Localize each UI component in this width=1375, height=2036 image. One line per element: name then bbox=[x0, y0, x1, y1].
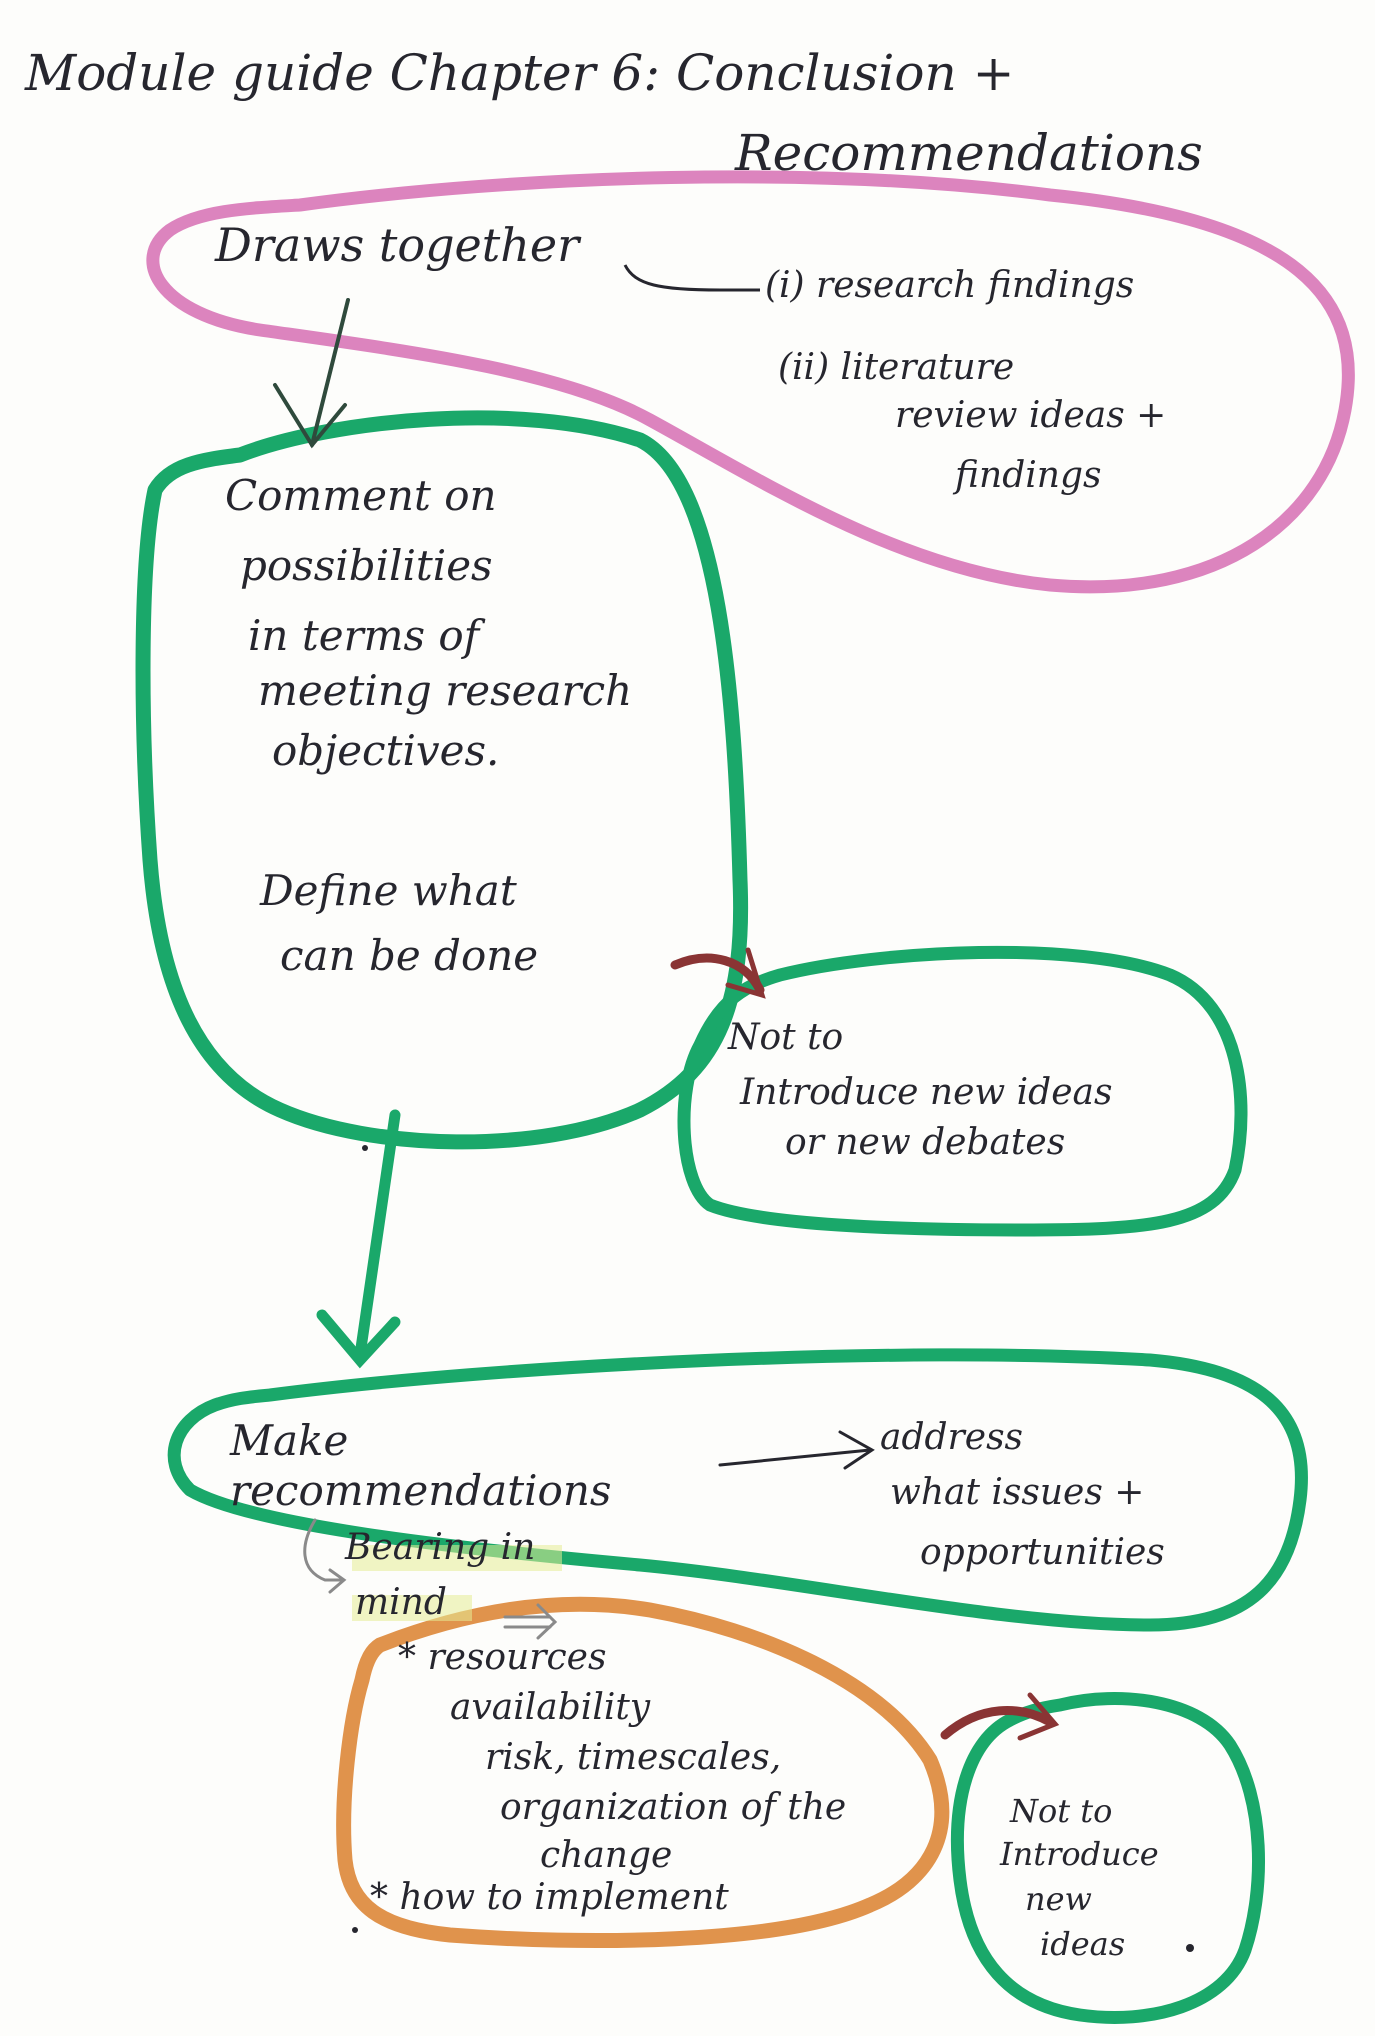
title-line-1: Module guide Chapter 6: Conclusion + bbox=[25, 44, 1015, 102]
box1-line-6: Define what bbox=[260, 866, 517, 915]
connector-line bbox=[623, 264, 760, 292]
orange-line-6: * how to implement bbox=[370, 1877, 729, 1918]
orange-line-5: change bbox=[540, 1835, 673, 1876]
ink-dot bbox=[352, 1927, 358, 1933]
grey-bent-arrow bbox=[303, 1518, 347, 1594]
arrow-down-1 bbox=[273, 298, 350, 449]
highlight-bearing bbox=[352, 1545, 562, 1571]
grey-small-arrow bbox=[503, 1603, 558, 1640]
box1-line-4: meeting research bbox=[258, 666, 633, 715]
box2-line-2: recommendations bbox=[230, 1466, 612, 1515]
note-1-outline bbox=[677, 945, 1248, 1237]
box2-arrow-text-2: what issues + bbox=[890, 1472, 1145, 1513]
box1-line-1: Comment on bbox=[225, 471, 497, 520]
note2-line-4: ideas bbox=[1040, 1925, 1126, 1963]
arrow-down-2 bbox=[316, 1109, 401, 1369]
arrow-to-address bbox=[718, 1430, 875, 1470]
note2-line-1: Not to bbox=[1010, 1792, 1113, 1830]
bearing-line-2: mind bbox=[355, 1582, 447, 1623]
arrow-to-note-2 bbox=[940, 1692, 1060, 1741]
pink-item-2-line-1: (ii) literature bbox=[778, 347, 1015, 388]
arrow-to-note-1 bbox=[670, 947, 766, 999]
note-2-outline bbox=[951, 1692, 1265, 2024]
box1-line-7: can be done bbox=[280, 931, 539, 980]
pink-item-1: (i) research findings bbox=[765, 265, 1135, 306]
orange-line-1: * resources bbox=[398, 1637, 607, 1678]
title-line-2: Recommendations bbox=[735, 124, 1203, 182]
green-box-1-outline bbox=[135, 410, 749, 1150]
orange-line-2: availability bbox=[450, 1687, 651, 1728]
orange-line-4: organization of the bbox=[500, 1787, 847, 1828]
box2-arrow-text-3: opportunities bbox=[920, 1532, 1165, 1573]
box1-line-2: possibilities bbox=[240, 541, 493, 590]
bearing-line-1: Bearing in bbox=[345, 1527, 536, 1568]
ink-dot bbox=[1186, 1944, 1194, 1952]
note1-line-3: or new debates bbox=[785, 1122, 1066, 1163]
note2-line-3: new bbox=[1025, 1880, 1092, 1918]
green-box-2-outline bbox=[167, 1348, 1308, 1632]
pink-item-2-line-3: findings bbox=[955, 455, 1102, 496]
pink-main-text: Draws together bbox=[215, 218, 580, 272]
box2-arrow-text-1: address bbox=[880, 1417, 1024, 1458]
ink-dot bbox=[362, 1145, 368, 1151]
orange-outline bbox=[336, 1596, 950, 1949]
note1-line-1: Not to bbox=[728, 1017, 844, 1058]
box1-line-3: in terms of bbox=[248, 611, 480, 660]
orange-line-3: risk, timescales, bbox=[485, 1737, 782, 1778]
note1-line-2: Introduce new ideas bbox=[740, 1072, 1113, 1113]
pink-item-2-line-2: review ideas + bbox=[895, 395, 1167, 436]
box1-line-5: objectives. bbox=[272, 726, 500, 775]
pink-outline bbox=[146, 170, 1355, 594]
note2-line-2: Introduce bbox=[1000, 1835, 1159, 1873]
box2-line-1: Make bbox=[230, 1416, 349, 1465]
highlight-mind bbox=[352, 1595, 472, 1621]
